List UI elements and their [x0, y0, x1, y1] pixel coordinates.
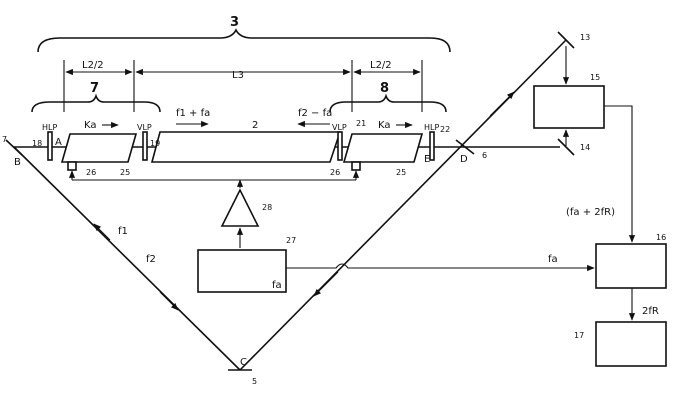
ka-left-label: Ka	[84, 120, 97, 131]
right-transducer	[351, 161, 361, 171]
ref-14: 14	[580, 143, 590, 152]
oscillator-frequency: fa	[272, 280, 282, 291]
left-transducer	[67, 161, 77, 171]
modulator-right-brace	[329, 93, 447, 113]
left-modulator-crystal	[60, 133, 138, 163]
modulator-right-label: 8	[380, 81, 389, 96]
dim-L3: L3	[232, 70, 244, 81]
signal-2fR-label: 2fR	[642, 306, 659, 317]
ref-28: 28	[262, 203, 272, 212]
ref-15: 15	[590, 73, 600, 82]
ref-25-right: 25	[396, 168, 406, 177]
mirror-14	[557, 138, 575, 156]
detector-box-15	[533, 85, 605, 129]
ref-18: 18	[32, 139, 42, 148]
box15-to-16-line	[604, 105, 636, 243]
system-label: 3	[230, 15, 239, 30]
hlp-left-polarizer	[47, 131, 53, 161]
beam-f1-fa-label: f1 + fa	[176, 108, 210, 119]
ref-25-left: 25	[120, 168, 130, 177]
hlp-left-label: HLP	[42, 123, 57, 132]
mirror-13	[557, 31, 575, 49]
ref-17: 17	[574, 331, 584, 340]
dimension-lines	[63, 60, 423, 112]
beam-f2-label: f2	[146, 254, 156, 265]
right-modulator-crystal	[342, 133, 424, 163]
dim-L2-left: L2/2	[82, 60, 104, 71]
beam-f2-fa-label: f2 − fa	[298, 108, 332, 119]
vlp-right-polarizer	[337, 131, 343, 161]
point-B: B	[14, 157, 21, 168]
ring-beam-paths	[13, 39, 567, 371]
ref-19: 19	[150, 139, 160, 148]
hlp-right-label: HLP	[424, 123, 439, 132]
ref-5: 5	[252, 377, 257, 386]
ref-22: 22	[440, 125, 450, 134]
ref-26-left: 26	[86, 168, 96, 177]
mirror-D	[455, 139, 475, 155]
ref-16: 16	[656, 233, 666, 242]
signal-fa-label: fa	[548, 254, 558, 265]
gain-tube	[150, 131, 342, 163]
ref-21: 21	[356, 119, 366, 128]
point-E: E	[424, 154, 430, 165]
oscillator-box	[197, 249, 287, 293]
beam-f1-label: f1	[118, 226, 128, 237]
modulator-left-label: 7	[90, 81, 99, 96]
ka-right-label: Ka	[378, 120, 391, 131]
ref-6: 6	[482, 151, 487, 160]
dim-L2-right: L2/2	[370, 60, 392, 71]
vlp-right-label: VLP	[332, 123, 347, 132]
ref-2: 2	[252, 120, 258, 131]
transducer-feed-lines	[68, 170, 360, 188]
output-box-17	[595, 321, 667, 367]
point-D: D	[460, 154, 468, 165]
system-brace	[37, 28, 451, 53]
amplifier-triangle	[220, 188, 260, 227]
vlp-left-polarizer	[142, 131, 148, 161]
signal-fa-2fR-label: (fa + 2fR)	[566, 207, 615, 218]
fa-signal-line	[286, 263, 595, 272]
hlp-right-polarizer	[429, 131, 435, 161]
ref-27: 27	[286, 236, 296, 245]
point-C: C	[240, 357, 247, 368]
mixer-box-16	[595, 243, 667, 289]
modulator-left-brace	[31, 93, 161, 113]
vlp-left-label: VLP	[137, 123, 152, 132]
ref-7-mirror: 7	[2, 135, 7, 144]
mirror-B	[5, 139, 23, 156]
ref-26-right: 26	[330, 168, 340, 177]
ref-13: 13	[580, 33, 590, 42]
point-A: A	[55, 137, 62, 148]
